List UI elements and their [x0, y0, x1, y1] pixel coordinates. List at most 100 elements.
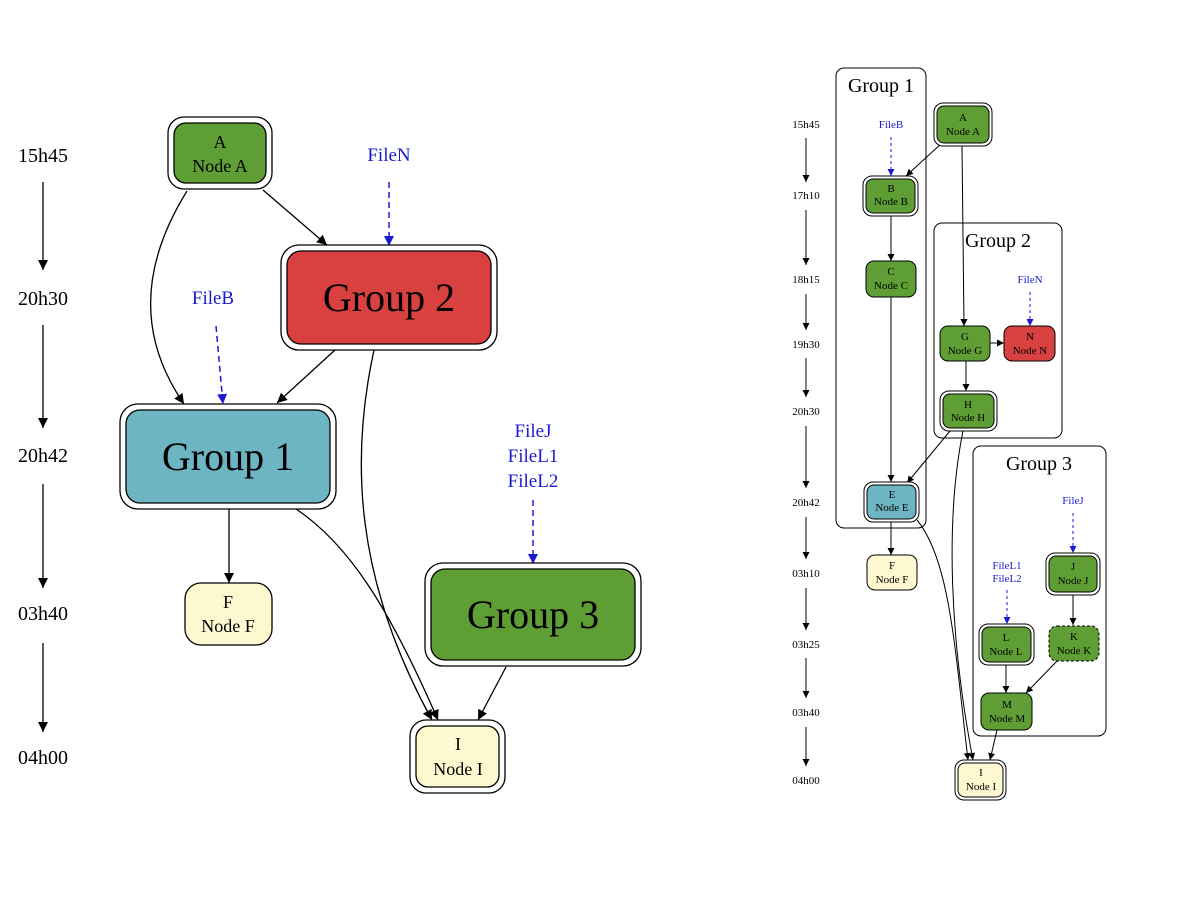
node-id: B — [887, 183, 894, 195]
group-label: Group 3 — [467, 592, 599, 637]
right-time-label: 03h10 — [792, 568, 820, 580]
group-2-node: Group 2 — [280, 244, 498, 351]
node-id: A — [214, 132, 227, 152]
right-time-label: 15h45 — [792, 119, 820, 131]
right-file-edges — [887, 137, 1077, 624]
node-label: Node B — [874, 196, 908, 208]
node-f: F Node F — [866, 554, 918, 591]
node-id: A — [959, 112, 967, 124]
node-id: N — [1026, 331, 1034, 343]
cluster-group-1 — [835, 67, 927, 529]
edge-k-to-m — [1025, 659, 1059, 694]
right-time-label: 04h00 — [792, 775, 820, 787]
edge-group3-to-i — [477, 666, 507, 721]
file-label: FileB — [192, 288, 234, 309]
node-id: J — [1071, 561, 1076, 573]
left-time-label: 03h40 — [18, 603, 68, 625]
node-c: C Node C — [865, 260, 917, 298]
node-label: Node C — [874, 280, 908, 292]
right-time-label: 17h10 — [792, 190, 820, 202]
node-a: A Node A — [933, 102, 993, 147]
node-e: E Node E — [863, 481, 920, 523]
group-3-node: Group 3 — [424, 562, 642, 667]
node-label: Node F — [876, 574, 909, 586]
edge-fileb-to-group1 — [215, 325, 228, 405]
node-label: Node G — [948, 345, 983, 357]
edge-a-to-b — [905, 142, 943, 177]
node-h: H Node H — [939, 390, 998, 432]
edge-e-to-i — [916, 519, 971, 761]
node-label: Node N — [1013, 345, 1048, 357]
node-label: Node J — [1058, 575, 1090, 587]
node-n: N Node N — [1003, 325, 1056, 362]
node-label: Node I — [433, 759, 482, 779]
file-label: FileL1 — [992, 560, 1021, 572]
left-time-label: 04h00 — [18, 747, 68, 769]
right-clusters — [835, 67, 1107, 737]
file-label: FileB — [879, 119, 903, 131]
cluster-group-2 — [933, 222, 1063, 439]
node-g: G Node G — [939, 325, 991, 362]
edge-a-to-g — [960, 145, 968, 327]
edge-a-to-group1 — [149, 190, 188, 405]
node-label: Node A — [946, 126, 980, 138]
node-i: I Node I — [409, 719, 506, 794]
edge-a-to-group2 — [262, 189, 328, 246]
node-label: Node A — [192, 156, 248, 176]
node-id: F — [889, 560, 895, 572]
edge-m-to-i — [988, 729, 998, 761]
node-id: G — [961, 331, 969, 343]
node-label: Node F — [201, 616, 255, 636]
node-label: Node L — [989, 646, 1023, 658]
file-label: FileL2 — [992, 573, 1021, 585]
node-id: M — [1002, 699, 1012, 711]
cluster-group-3 — [972, 445, 1107, 737]
node-id: K — [1070, 631, 1078, 643]
node-j: J Node J — [1045, 552, 1101, 596]
right-cluster-labels: Group 1 Group 2 Group 3 — [848, 75, 1072, 475]
right-time-label: 03h25 — [792, 639, 820, 651]
file-label: FileJ — [1062, 495, 1084, 507]
node-label: Node H — [951, 412, 986, 424]
group-1-node: Group 1 — [119, 403, 337, 510]
node-i: I Node I — [954, 759, 1007, 801]
right-timeline: 15h45 17h10 18h15 19h30 20h30 20h42 03h1… — [792, 119, 820, 787]
edge-group1-to-i — [295, 508, 439, 721]
node-b: B Node B — [862, 175, 919, 217]
right-time-label: 03h40 — [792, 707, 820, 719]
left-file-edges — [215, 182, 538, 564]
group-label: Group 1 — [162, 434, 294, 479]
file-label: FileJ — [515, 421, 552, 442]
node-id: I — [979, 767, 983, 779]
node-id: F — [223, 592, 233, 612]
right-nodes: A Node A B Node B C Node C G Node G — [862, 102, 1101, 801]
node-label: Node K — [1057, 645, 1092, 657]
node-id: C — [887, 266, 894, 278]
node-label: Node I — [966, 781, 997, 793]
right-time-label: 20h42 — [792, 497, 820, 509]
cluster-label: Group 3 — [1006, 453, 1072, 475]
left-diagram: 15h45 20h30 20h42 03h40 04h00 — [18, 116, 642, 794]
left-time-label: 15h45 — [18, 145, 68, 167]
node-label: Node E — [875, 502, 909, 514]
node-id: H — [964, 399, 972, 411]
group-label: Group 2 — [323, 275, 455, 320]
right-diagram: 15h45 17h10 18h15 19h30 20h30 20h42 03h1… — [792, 67, 1107, 801]
node-id: E — [889, 489, 896, 501]
file-label: FileN — [1017, 274, 1042, 286]
left-timeline: 15h45 20h30 20h42 03h40 04h00 — [18, 145, 68, 769]
edge-h-to-e — [906, 430, 951, 484]
right-time-label: 18h15 — [792, 274, 820, 286]
right-edges — [887, 142, 1077, 761]
node-label: Node M — [989, 713, 1026, 725]
node-k: K Node K — [1048, 625, 1100, 662]
node-id: I — [455, 734, 461, 754]
edge-group2-to-group1 — [276, 349, 336, 404]
right-time-label: 19h30 — [792, 339, 820, 351]
node-id: L — [1003, 632, 1010, 644]
right-file-labels: FileB FileN FileJ FileL1 FileL2 — [879, 119, 1085, 585]
cluster-label: Group 2 — [965, 230, 1031, 252]
edge-group2-to-i — [360, 349, 433, 721]
